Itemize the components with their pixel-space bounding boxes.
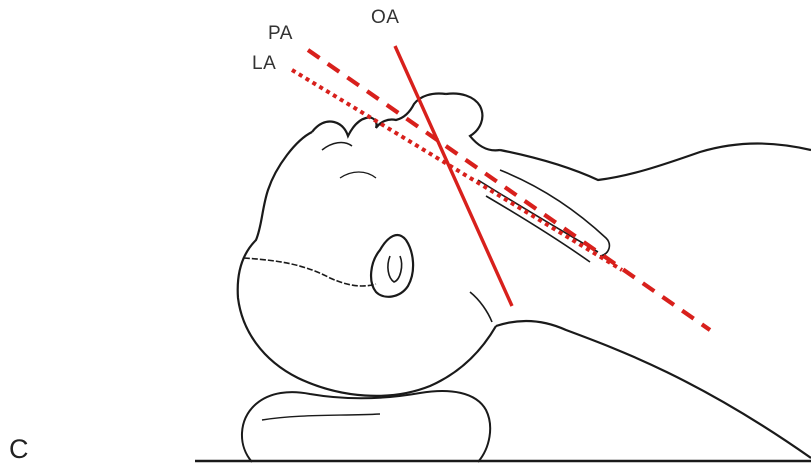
chin-jaw <box>446 94 500 151</box>
back-neck-line <box>496 321 811 458</box>
pharyngeal-axis-label: PA <box>268 24 293 43</box>
pillow-crease <box>262 414 380 420</box>
laryngeal-axis-label: LA <box>252 54 276 73</box>
eye-detail <box>322 143 352 150</box>
hairline <box>244 258 376 286</box>
oral-axis-label: OA <box>371 8 399 27</box>
pharyngeal-axis-line <box>308 50 710 330</box>
shoulder-line <box>470 292 492 322</box>
panel-letter: C <box>9 436 29 463</box>
cheek-line <box>340 172 376 178</box>
neck-muscle-line-2 <box>486 196 590 262</box>
neck-muscle-line-3 <box>500 170 609 256</box>
pillow-outline <box>242 391 490 462</box>
ear-inner <box>388 256 402 282</box>
throat-line <box>500 144 811 181</box>
ear-outline <box>371 235 413 297</box>
